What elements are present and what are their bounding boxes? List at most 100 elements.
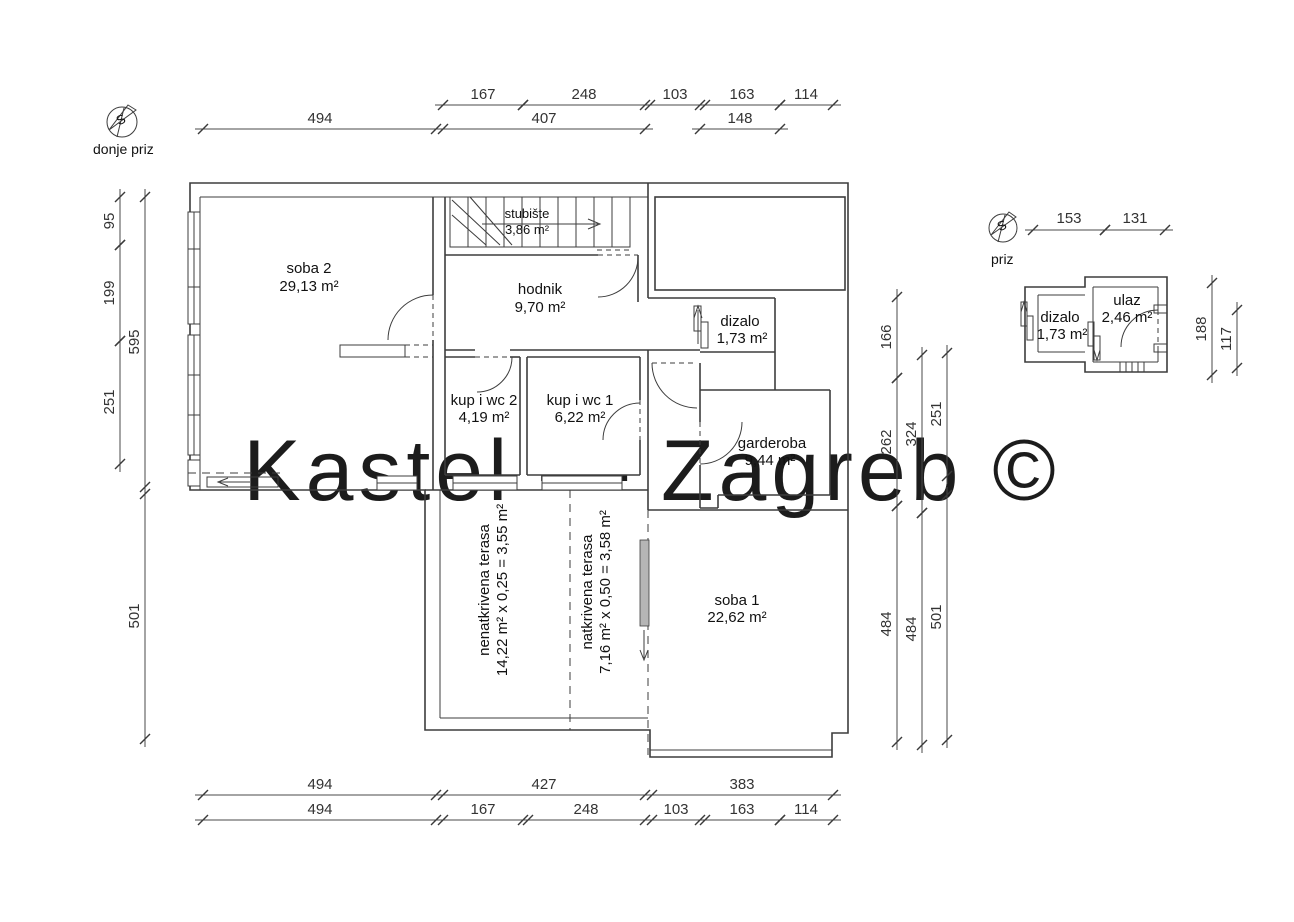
dim-label: 117 (1218, 327, 1235, 351)
facade-windows (187, 211, 201, 487)
dim-label: 407 (531, 110, 556, 127)
room-area-nenatkrivena-terasa: 14,22 m² x 0,25 = 3,55 m² (494, 504, 511, 676)
dim-label: 167 (470, 86, 495, 103)
dim-label: 153 (1056, 210, 1081, 227)
room-label-kup1: kup i wc 1 (547, 392, 614, 409)
room-label-soba1: soba 1 (714, 592, 759, 609)
plan-title-main: donje priz (93, 141, 154, 157)
watermark-text: Kastel — Zagreb © (243, 423, 1061, 519)
room-kup2-walls (444, 356, 521, 476)
terrace (425, 489, 648, 730)
room-area-soba2: 29,13 m² (279, 278, 338, 295)
main-floor-plan (187, 182, 849, 758)
room-area-kup1: 6,22 m² (555, 409, 606, 426)
room-area-dizalo-priz: 1,73 m² (1037, 326, 1088, 343)
room-garderoba-walls (700, 389, 831, 509)
door-arc (597, 256, 639, 298)
dim-label: 248 (571, 86, 596, 103)
dim-label: 427 (531, 776, 556, 793)
room-labels: stubište 3,86 m² soba 2 29,13 m² hodnik … (279, 206, 806, 676)
dim-label: 484 (903, 616, 920, 641)
dim-label: 103 (663, 801, 688, 818)
small-floor-plan: S priz (988, 210, 1243, 383)
plan-title-small: priz (991, 251, 1014, 267)
door-arc (476, 356, 513, 393)
compass-letter: S (114, 111, 128, 128)
dimensions-left: 95 199 251 595 501 (101, 189, 151, 747)
small-plan-dimensions: 153 131 188 117 (1025, 210, 1243, 383)
dim-label: 95 (101, 213, 118, 230)
dim-label: 494 (307, 776, 332, 793)
door-arc (699, 421, 743, 465)
room-area-garderoba: 9,44 m² (745, 452, 796, 469)
dim-label: 131 (1122, 210, 1147, 227)
dim-label: 383 (729, 776, 754, 793)
room-area-stubiste: 3,86 m² (505, 222, 550, 237)
room-label-dizalo-priz: dizalo (1040, 309, 1079, 326)
dim-label: 114 (794, 86, 818, 103)
room-label-nenatkrivena-terasa: nenatkrivena terasa (476, 523, 493, 655)
north-arrow-icon (108, 104, 137, 131)
door-arc (602, 402, 641, 441)
dim-label: 163 (729, 801, 754, 818)
watermark: Kastel — Zagreb © (243, 423, 1061, 519)
entrance-door-arc (1120, 309, 1159, 348)
compass-main: S donje priz (93, 104, 154, 157)
dim-label: 166 (878, 324, 895, 349)
room-kup1-walls (526, 356, 641, 476)
staircase (449, 196, 632, 251)
room-label-ulaz: ulaz (1113, 292, 1141, 309)
dim-label: 114 (794, 801, 818, 818)
dim-label: 595 (126, 329, 143, 354)
dimensions-top: 167 248 103 163 114 494 407 148 (195, 86, 841, 135)
room-label-kup2: kup i wc 2 (451, 392, 518, 409)
dimensions-right: 166 262 484 324 484 251 501 (878, 289, 953, 753)
dim-label: 148 (727, 110, 752, 127)
room-label-hodnik: hodnik (518, 281, 563, 298)
door-arc (387, 294, 434, 341)
corridor-walls (647, 183, 743, 510)
dim-label: 103 (662, 86, 687, 103)
dim-label: 167 (470, 801, 495, 818)
sliding-door (639, 539, 650, 627)
dim-label: 163 (729, 86, 754, 103)
elevator-arrow (693, 304, 703, 319)
dim-label: 484 (878, 611, 895, 636)
dim-label: 501 (126, 603, 143, 628)
room-area-dizalo: 1,73 m² (717, 330, 768, 347)
bottom-windows (188, 472, 623, 491)
door-direction-arrow (639, 649, 649, 662)
dim-label: 501 (928, 604, 945, 629)
dim-label: 494 (307, 110, 332, 127)
dim-label: 262 (878, 429, 895, 454)
dim-label: 251 (928, 401, 945, 426)
dimensions-bottom: 494 427 383 494 167 248 103 163 114 (195, 776, 841, 826)
room-label-garderoba: garderoba (738, 435, 807, 452)
room-area-soba1: 22,62 m² (707, 609, 766, 626)
elevator-arrow (1020, 300, 1028, 313)
room-soba1-walls (639, 509, 848, 755)
dim-label: 251 (101, 389, 118, 414)
room-dizalo-walls (648, 297, 776, 390)
room-label-natkrivena-terasa: natkrivena terasa (579, 534, 596, 650)
small-plan-walls (1020, 276, 1168, 373)
dim-label: 188 (1193, 316, 1210, 341)
north-arrow-icon (990, 211, 1017, 236)
exterior-wall-outline (189, 182, 849, 758)
door-direction-arrow (216, 477, 229, 487)
dim-label: 199 (101, 280, 118, 305)
compass-letter: S (995, 217, 1009, 234)
dim-label: 324 (903, 421, 920, 446)
room-hodnik-walls (445, 254, 700, 351)
dim-label: 248 (573, 801, 598, 818)
upper-right-room (654, 196, 846, 291)
room-area-kup2: 4,19 m² (459, 409, 510, 426)
elevator-arrow (1093, 349, 1101, 362)
room-area-hodnik: 9,70 m² (515, 299, 566, 316)
compass-small: S priz (988, 211, 1018, 267)
room-label-stubiste: stubište (505, 206, 550, 221)
room-label-soba2: soba 2 (286, 260, 331, 277)
room-area-ulaz: 2,46 m² (1102, 309, 1153, 326)
room-area-natkrivena-terasa: 7,16 m² x 0,50 = 3,58 m² (597, 510, 614, 674)
